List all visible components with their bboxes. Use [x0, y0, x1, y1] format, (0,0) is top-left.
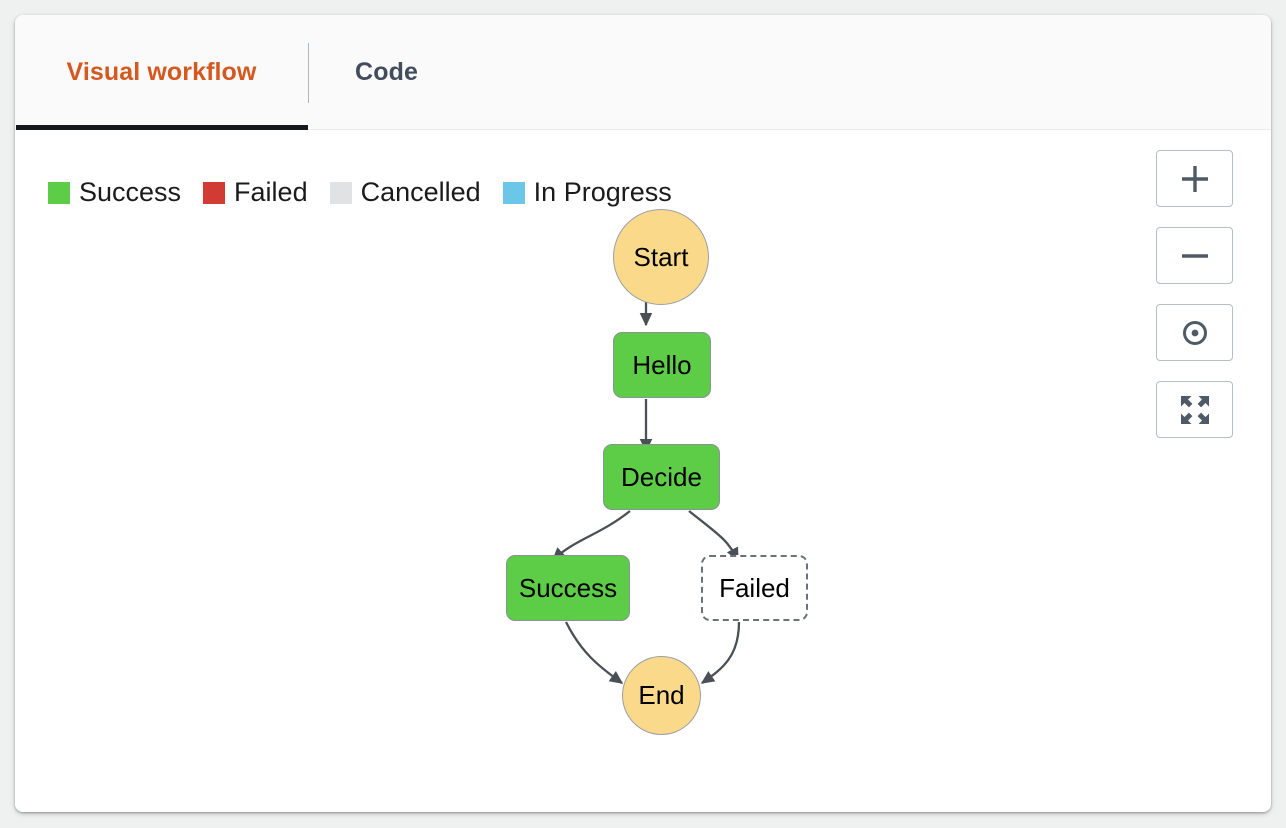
legend-label-success: Success — [79, 177, 182, 207]
workflow-node-start[interactable]: Start — [613, 209, 709, 305]
legend-label-failed: Failed — [234, 177, 308, 207]
edge-decide-failed — [688, 510, 740, 562]
edge-failed-end — [700, 621, 741, 684]
visual-workflow-card: Visual workflow Code Success Failed Canc… — [15, 15, 1271, 812]
workflow-canvas[interactable]: Success Failed Cancelled In Progress — [15, 131, 1271, 812]
workflow-node-hello[interactable]: Hello — [613, 332, 711, 398]
fit-to-screen-button[interactable] — [1156, 381, 1233, 438]
legend-item-success: Success — [48, 179, 181, 206]
workflow-node-decide[interactable]: Decide — [603, 444, 720, 510]
legend-swatch-cancelled — [329, 181, 352, 204]
minus-icon — [1181, 253, 1208, 258]
tab-visual-workflow[interactable]: Visual workflow — [66, 58, 257, 86]
legend-item-in-progress: In Progress — [502, 177, 672, 207]
edge-success-end — [564, 621, 624, 684]
workflow-node-end[interactable]: End — [622, 656, 701, 735]
zoom-in-button[interactable] — [1156, 150, 1233, 207]
active-tab-indicator — [16, 125, 308, 130]
tab-list: Visual workflow Code — [15, 15, 464, 130]
tab-bar: Visual workflow Code — [15, 15, 1271, 130]
canvas-controls — [1156, 150, 1233, 438]
workflow-graph: Start Hello Decide Success Failed End — [15, 131, 1271, 812]
expand-icon — [1180, 395, 1209, 424]
target-icon — [1182, 320, 1207, 345]
workflow-edges — [551, 286, 741, 684]
tab-code[interactable]: Code — [355, 58, 418, 86]
center-view-button[interactable] — [1156, 304, 1233, 361]
plus-icon — [1181, 165, 1208, 192]
zoom-out-button[interactable] — [1156, 227, 1233, 284]
legend-label-cancelled: Cancelled — [360, 177, 481, 207]
status-legend: Success Failed Cancelled In Progress — [48, 179, 672, 206]
legend-item-failed: Failed — [203, 179, 308, 206]
legend-item-cancelled: Cancelled — [329, 177, 481, 207]
legend-swatch-failed — [203, 181, 226, 204]
legend-swatch-in-progress — [502, 181, 525, 204]
tab-divider — [308, 42, 309, 103]
legend-swatch-success — [48, 181, 70, 204]
edge-decide-success — [551, 510, 631, 561]
legend-label-in-progress: In Progress — [533, 177, 672, 207]
workflow-node-failed[interactable]: Failed — [701, 555, 808, 621]
workflow-node-success[interactable]: Success — [506, 555, 630, 621]
